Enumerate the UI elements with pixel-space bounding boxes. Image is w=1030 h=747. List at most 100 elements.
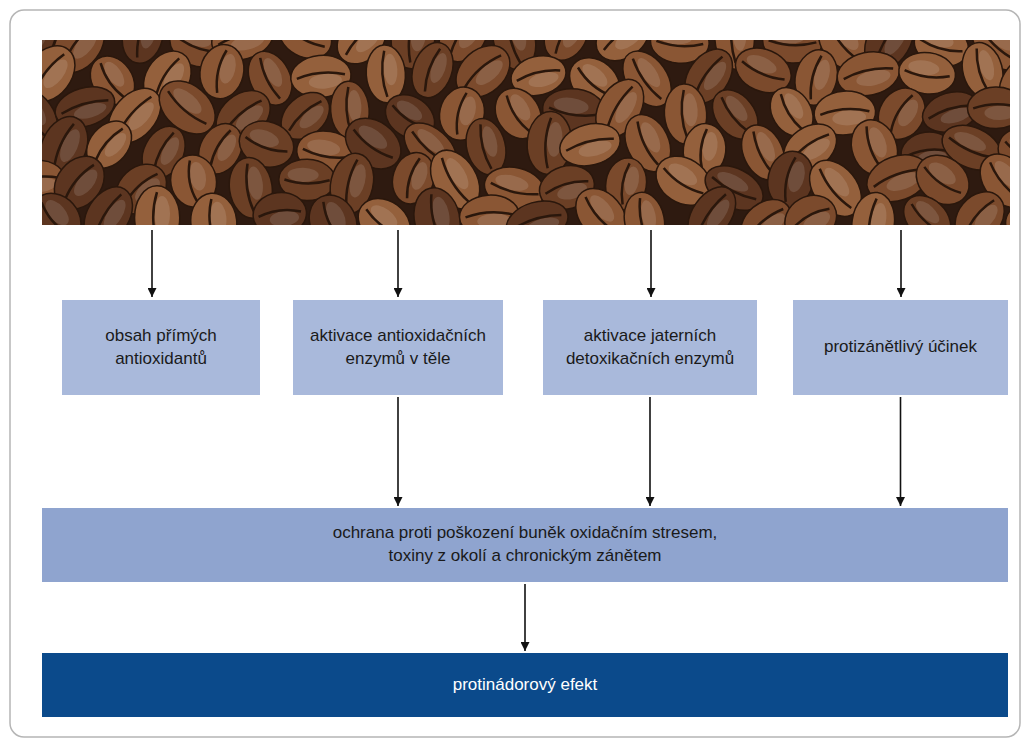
- bean-body: [620, 189, 670, 225]
- coffee-bean: [188, 191, 240, 225]
- bean-highlight: [209, 201, 228, 225]
- bean-highlight: [732, 40, 747, 51]
- bean-crease: [364, 209, 402, 225]
- bean-highlight: [829, 40, 863, 54]
- photo-arrow: [900, 230, 902, 297]
- bean-crease: [166, 91, 207, 127]
- bean-crease: [258, 208, 301, 217]
- bean-crease: [462, 53, 501, 88]
- bean-body: [300, 187, 365, 225]
- bean-crease: [634, 122, 658, 167]
- bean-crease: [565, 135, 613, 150]
- bean-crease: [928, 102, 973, 119]
- bean-crease: [695, 192, 726, 225]
- outer-frame: [10, 10, 1020, 737]
- bean-crease: [973, 49, 988, 94]
- bean-highlight: [347, 89, 363, 122]
- bean-crease: [741, 61, 785, 83]
- bean-crease: [134, 40, 148, 58]
- bean-crease: [866, 198, 877, 225]
- coffee-bean: [895, 186, 960, 225]
- bean-crease: [287, 99, 322, 131]
- bean-body: [1002, 195, 1010, 225]
- effect-box: aktivace jaterních detoxikačních enzymů: [543, 300, 757, 395]
- bean-crease: [778, 94, 803, 131]
- coffee-bean: [300, 187, 365, 225]
- bean-crease: [477, 124, 491, 169]
- bean-crease: [544, 178, 588, 194]
- coffee-beans-photo: [42, 40, 1010, 225]
- bean-crease: [186, 160, 197, 202]
- effect-box: aktivace antioxidačních enzymů v těle: [293, 300, 503, 395]
- bean-highlight: [559, 40, 586, 51]
- flow-arrow: [649, 397, 651, 506]
- coffee-bean: [848, 190, 899, 225]
- bean-crease: [207, 129, 231, 168]
- bean-crease: [719, 97, 749, 134]
- bean-crease: [807, 55, 821, 99]
- bean-body: [349, 188, 420, 225]
- photo-arrow: [151, 230, 153, 297]
- bean-crease: [42, 52, 64, 94]
- bean-crease: [62, 162, 94, 200]
- bean-crease: [61, 97, 109, 114]
- bean-body: [134, 186, 180, 225]
- flow-arrow: [524, 584, 526, 651]
- node-text: protinádorový efekt: [453, 674, 598, 697]
- coffee-bean: [945, 182, 1010, 225]
- result-band: protinádorový efekt: [42, 653, 1008, 717]
- bean-crease: [454, 92, 467, 135]
- bean-crease: [407, 40, 416, 62]
- bean-highlight: [785, 160, 807, 194]
- bean-crease: [662, 168, 704, 197]
- bean-crease: [637, 198, 649, 225]
- bean-crease: [284, 179, 329, 183]
- bean-body: [776, 186, 845, 225]
- bean-highlight: [306, 137, 341, 158]
- bean-crease: [962, 198, 994, 225]
- photo-arrow: [650, 230, 652, 297]
- bean-crease: [428, 194, 443, 225]
- node-text: obsah přímých antioxidantů: [76, 325, 246, 371]
- bean-crease: [750, 131, 772, 174]
- bean-crease: [768, 40, 816, 46]
- bean-crease: [583, 197, 617, 225]
- bean-crease: [872, 166, 921, 187]
- node-text: aktivace jaterních detoxikačních enzymů: [557, 325, 743, 371]
- bean-body: [967, 86, 1010, 129]
- bean-crease: [284, 40, 325, 50]
- bean-body: [678, 178, 745, 225]
- bean-crease: [656, 41, 703, 48]
- coffee-bean: [620, 189, 670, 225]
- coffee-bean: [1002, 195, 1010, 225]
- bean-highlight: [383, 53, 399, 86]
- bean-crease: [404, 157, 420, 198]
- bean-crease: [516, 67, 560, 81]
- flow-arrow: [900, 397, 902, 506]
- bean-crease: [42, 202, 71, 225]
- photo-arrow: [397, 230, 399, 297]
- bean-body: [74, 178, 142, 225]
- bean-body: [408, 183, 466, 225]
- photo-arrows: [152, 230, 901, 297]
- coffee-bean: [776, 186, 845, 225]
- bean-crease: [746, 206, 783, 225]
- coffee-bean: [251, 189, 310, 225]
- bean-crease: [887, 93, 912, 132]
- bean-body: [848, 190, 899, 225]
- coffee-bean: [501, 194, 573, 225]
- bean-crease: [207, 199, 216, 225]
- bean-highlight: [154, 196, 170, 225]
- coffee-bean: [74, 178, 142, 225]
- bean-highlight: [138, 40, 159, 50]
- bean-body: [188, 191, 240, 225]
- bean-body: [251, 189, 310, 225]
- bean-crease: [906, 147, 949, 156]
- bean-crease: [904, 70, 950, 80]
- summary-band: ochrana proti poškození buněk oxidačním …: [42, 508, 1008, 582]
- bean-crease: [619, 163, 629, 205]
- bean-crease: [922, 167, 961, 196]
- bean-highlight: [984, 105, 1010, 120]
- bean-crease: [790, 205, 829, 225]
